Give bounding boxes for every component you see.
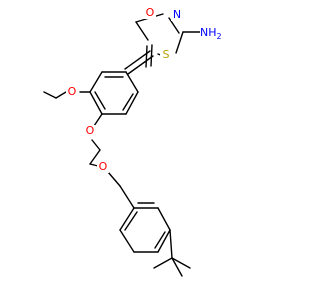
aryl-ether-oxygen-label: O	[86, 124, 95, 137]
ring-nitrogen-label: N	[173, 8, 181, 21]
amino-group-label-symbol: NH	[200, 26, 217, 39]
carbonyl-oxygen-label: O	[146, 6, 155, 19]
ring-sulfur-backdrop	[160, 49, 172, 61]
amino-group-label: NH2	[200, 26, 222, 41]
ring-sulfur-label: S	[163, 48, 170, 61]
amino-group-label-subscript: 2	[217, 32, 222, 41]
aryl-ether-oxygen-backdrop	[84, 125, 96, 137]
bond-lines	[43, 13, 207, 277]
phenoxy-oxygen-backdrop	[97, 161, 109, 173]
amino-group-backdrop	[200, 27, 228, 39]
ethoxy-oxygen-backdrop	[66, 86, 78, 98]
ring-nitrogen-backdrop	[171, 9, 183, 21]
phenoxy-oxygen-label: O	[99, 160, 108, 173]
ethoxy-oxygen-label: O	[68, 85, 77, 98]
carbonyl-oxygen-backdrop	[144, 7, 156, 19]
